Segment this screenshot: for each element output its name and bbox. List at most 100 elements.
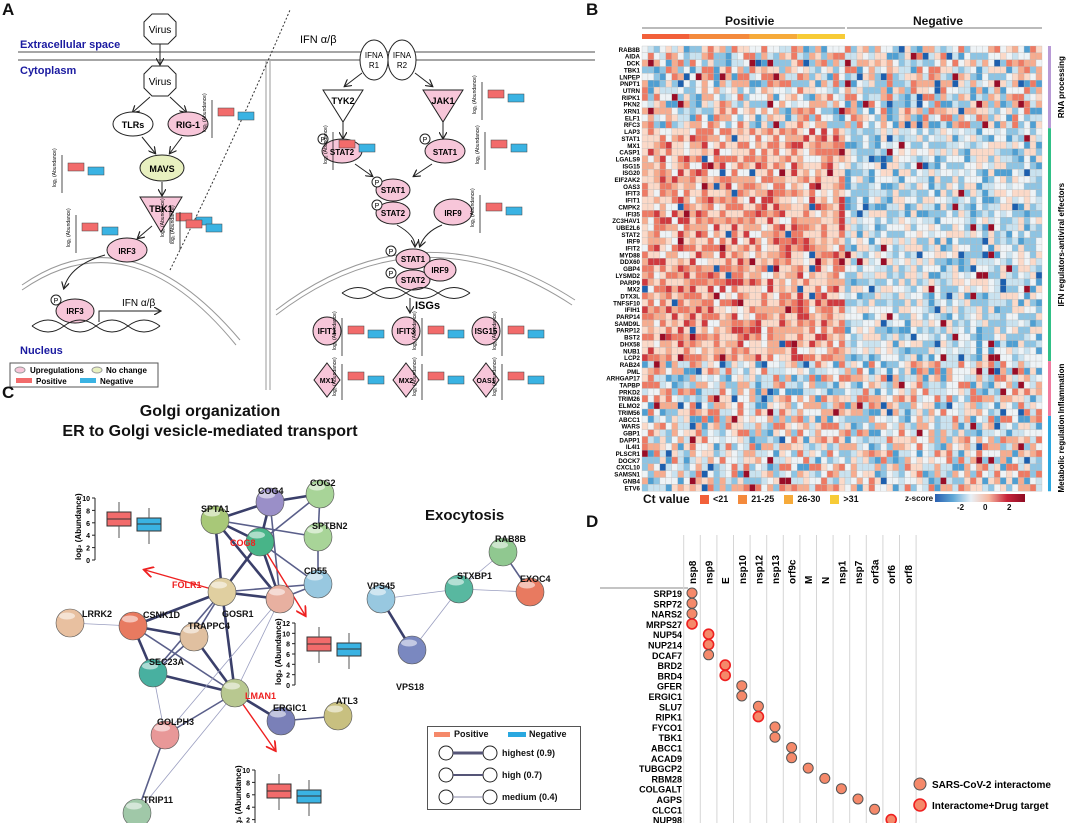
heatmap-cell xyxy=(731,121,738,129)
heatmap-cell xyxy=(1011,237,1019,245)
heatmap-cell xyxy=(749,217,756,225)
heatmap-cell xyxy=(707,271,714,280)
heatmap-cell xyxy=(1035,59,1043,67)
heatmap-cell xyxy=(820,340,828,348)
heatmap-cell xyxy=(707,347,714,355)
heatmap-cell xyxy=(826,66,834,74)
heatmap-cell xyxy=(659,278,667,286)
heatmap-cell xyxy=(683,292,690,300)
heatmap-cell xyxy=(659,134,667,143)
heatmap-cell xyxy=(994,340,1001,348)
heatmap-cell xyxy=(743,230,750,238)
heatmap-cell xyxy=(940,402,947,410)
heatmap-cell xyxy=(1006,456,1013,464)
heatmap-cell xyxy=(916,354,923,362)
heatmap-cell xyxy=(988,347,995,355)
heatmap-cell xyxy=(814,299,822,307)
svg-text:IRF9: IRF9 xyxy=(431,266,449,275)
heatmap-cell xyxy=(797,121,804,129)
heatmap-cell xyxy=(653,258,661,266)
heatmap-cell xyxy=(671,210,678,218)
heatmap-cell xyxy=(713,271,720,280)
heatmap-cell xyxy=(809,429,816,437)
heatmap-cell xyxy=(856,292,864,300)
heatmap-cell xyxy=(844,134,852,143)
heatmap-cell xyxy=(1006,251,1013,259)
heatmap-cell xyxy=(940,134,947,143)
heatmap-cell xyxy=(779,484,786,492)
heatmap-cell xyxy=(1006,73,1013,81)
heatmap-cell xyxy=(820,477,828,485)
heatmap-cell xyxy=(814,374,822,382)
heatmap-cell xyxy=(880,100,887,108)
heatmap-cell xyxy=(1017,408,1025,417)
heatmap-cell xyxy=(665,443,672,451)
heatmap-cell xyxy=(689,319,696,327)
heatmap-cell xyxy=(970,66,977,74)
heatmap-cell xyxy=(940,340,947,348)
heatmap-cell xyxy=(755,93,762,101)
heatmap-cell xyxy=(719,237,726,245)
heatmap-cell xyxy=(838,128,846,136)
heatmap-cell xyxy=(976,210,983,218)
heatmap-cell xyxy=(982,271,989,280)
heatmap-cell xyxy=(1035,100,1043,108)
heatmap-cell xyxy=(1029,162,1037,170)
column-label-nsp8: nsp8 xyxy=(688,560,699,584)
heatmap-cell xyxy=(725,312,732,321)
heatmap-cell xyxy=(820,312,828,321)
heatmap-cell xyxy=(916,265,923,273)
heatmap-cell xyxy=(868,244,875,252)
heatmap-cell xyxy=(970,93,977,101)
heatmap-cell xyxy=(695,340,702,348)
heatmap-cell xyxy=(671,477,678,485)
heatmap-cell xyxy=(814,230,822,238)
svg-text:P: P xyxy=(375,203,380,210)
heatmap-cell xyxy=(928,45,935,53)
heatmap-cell xyxy=(671,155,678,163)
heatmap-cell xyxy=(880,107,887,115)
heatmap-cell xyxy=(809,271,816,280)
heatmap-cell xyxy=(749,271,756,280)
heatmap-cell xyxy=(922,463,929,471)
heatmap-cell xyxy=(701,162,708,170)
heatmap-cell xyxy=(832,128,840,136)
heatmap-cell xyxy=(880,203,887,211)
heatmap-cell xyxy=(647,196,655,204)
heatmap-cell xyxy=(707,360,714,369)
heatmap-cell xyxy=(910,278,917,286)
heatmap-cell xyxy=(695,237,702,245)
heatmap-cell xyxy=(671,162,678,170)
heatmap-cell xyxy=(898,59,905,67)
heatmap-cell xyxy=(1029,388,1037,396)
heatmap-cell xyxy=(856,312,864,321)
heatmap-cell xyxy=(1035,265,1043,273)
heatmap-cell xyxy=(755,128,762,136)
heatmap-cell xyxy=(773,388,780,396)
heatmap-cell xyxy=(701,265,708,273)
heatmap-cell xyxy=(647,52,655,60)
heatmap-cell xyxy=(809,299,816,307)
heatmap-cell xyxy=(826,80,834,88)
heatmap-cell xyxy=(946,292,953,300)
heatmap-cell xyxy=(779,107,786,115)
heatmap-cell xyxy=(874,388,881,396)
heatmap-row-label: ZC3HAV1 xyxy=(612,218,640,225)
heatmap-cell xyxy=(743,59,750,67)
heatmap-cell xyxy=(1011,429,1019,437)
heatmap-cell xyxy=(1000,80,1007,88)
heatmap-cell xyxy=(773,203,780,211)
heatmap-cell xyxy=(761,402,768,410)
heatmap-cell xyxy=(922,196,929,204)
heatmap-cell xyxy=(826,408,834,417)
heatmap-cell xyxy=(719,73,726,81)
heatmap-cell xyxy=(689,463,696,471)
heatmap-cell xyxy=(767,244,774,252)
heatmap-cell xyxy=(737,477,744,485)
heatmap-cell xyxy=(814,134,822,143)
heatmap-cell xyxy=(916,258,923,266)
heatmap-cell xyxy=(940,59,947,67)
heatmap-cell xyxy=(659,360,667,369)
heatmap-cell xyxy=(874,271,881,280)
heatmap-cell xyxy=(743,251,750,259)
